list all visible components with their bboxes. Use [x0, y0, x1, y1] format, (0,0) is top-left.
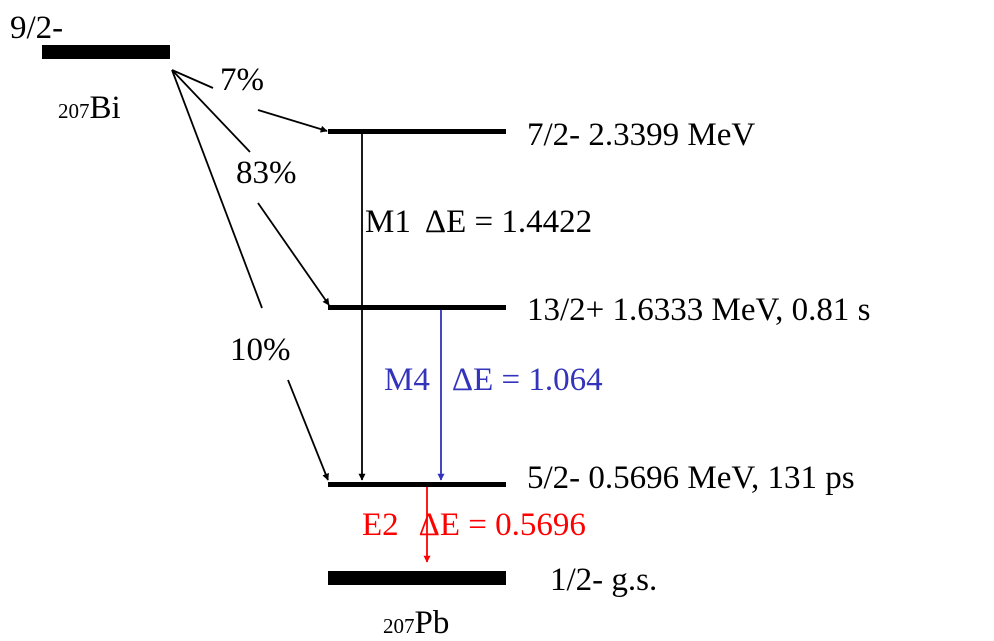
daughter-mass-number: 207 — [383, 614, 415, 638]
branch-arrow-83 — [171, 69, 330, 306]
level-label-5-2: 5/2- 0.5696 MeV, 131 ps — [527, 460, 855, 496]
level-label-13-2: 13/2+ 1.6333 MeV, 0.81 s — [527, 292, 870, 328]
m1-multipolarity: M1 — [365, 204, 411, 240]
ground-state-label: 1/2- g.s. — [550, 562, 657, 598]
level-label-7-2: 7/2- 2.3399 MeV — [527, 117, 755, 153]
branch-percent-10: 10% — [230, 332, 291, 368]
m4-multipolarity: M4 — [384, 362, 430, 398]
branch-arrow-10 — [171, 69, 329, 481]
e2-multipolarity: E2 — [362, 507, 399, 543]
m1-transition-label: M1 ΔE = 1.4422 — [365, 204, 592, 240]
branch-arrow-7 — [171, 69, 328, 133]
m4-transition-label: M4 ΔE = 1.064 — [384, 362, 603, 398]
m1-energy: ΔE = 1.4422 — [425, 204, 592, 240]
level-bar-5-2 — [328, 482, 506, 487]
level-bar-13-2 — [328, 305, 506, 310]
level-bar-7-2 — [328, 129, 506, 134]
parent-spin-label: 9/2- — [10, 10, 63, 46]
e2-transition-label: E2 ΔE = 0.5696 — [362, 507, 586, 543]
parent-element: Bi — [90, 90, 121, 126]
parent-level-bar — [42, 45, 170, 59]
branch-percent-7: 7% — [220, 62, 264, 98]
ground-state-bar — [328, 571, 506, 585]
daughter-nuclide-label: 207Pb — [383, 605, 449, 641]
e2-energy: ΔE = 0.5696 — [419, 507, 586, 543]
daughter-element: Pb — [415, 605, 450, 641]
branch-percent-83: 83% — [236, 155, 297, 191]
m4-energy: ΔE = 1.064 — [452, 362, 603, 398]
parent-mass-number: 207 — [58, 99, 90, 123]
parent-nuclide-label: 207Bi — [58, 90, 121, 126]
